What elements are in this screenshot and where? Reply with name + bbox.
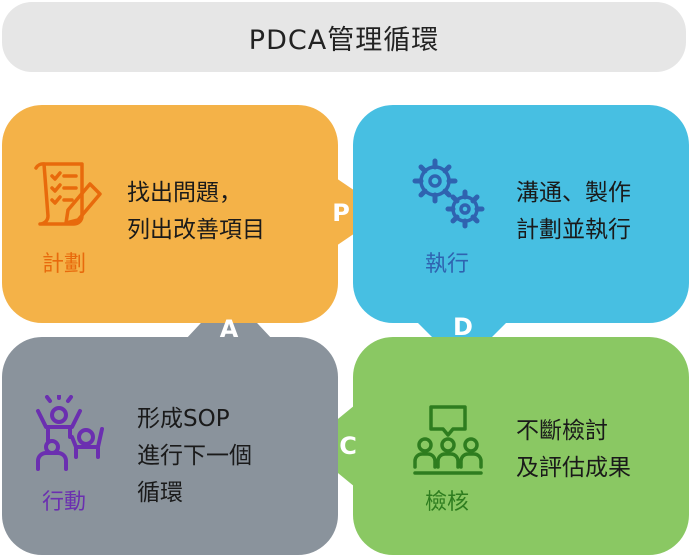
plan-desc-line1: 找出問題， [127,180,242,206]
letter-d: D [453,313,473,341]
do-box: 執行 溝通、製作 計劃並執行 [353,105,689,323]
plan-label: 計劃 [41,252,86,277]
meeting-icon [413,405,483,475]
letter-p: P [332,199,350,227]
plan-box: 計劃 找出問題， 列出改善項目 [2,105,338,323]
act-description: 形成SOP 進行下一個 循環 [137,401,252,512]
plan-description: 找出問題， 列出改善項目 [127,175,265,249]
gears-icon [412,158,485,229]
cheering-people-icon [36,395,104,471]
do-description: 溝通、製作 計劃並執行 [516,175,631,249]
do-desc-line1: 溝通、製作 [516,180,631,206]
check-desc-line1: 不斷檢討 [516,418,608,444]
check-description: 不斷檢討 及評估成果 [516,413,631,487]
letter-c: C [339,432,357,460]
do-desc-line2: 計劃並執行 [516,217,631,243]
check-label: 檢核 [424,490,469,515]
letter-a: A [219,315,239,343]
act-label: 行動 [41,490,86,515]
act-desc-line1: 形成SOP [137,406,230,432]
act-desc-line3: 循環 [137,480,183,506]
diagram-title: PDCA管理循環 [2,2,686,72]
act-box: 行動 形成SOP 進行下一個 循環 [2,337,338,555]
plan-desc-line2: 列出改善項目 [127,217,265,243]
check-box: 檢核 不斷檢討 及評估成果 [353,337,689,555]
checklist-pencil-icon [34,162,102,226]
do-label: 執行 [424,252,469,277]
act-desc-line2: 進行下一個 [137,443,252,469]
check-desc-line2: 及評估成果 [516,455,631,481]
